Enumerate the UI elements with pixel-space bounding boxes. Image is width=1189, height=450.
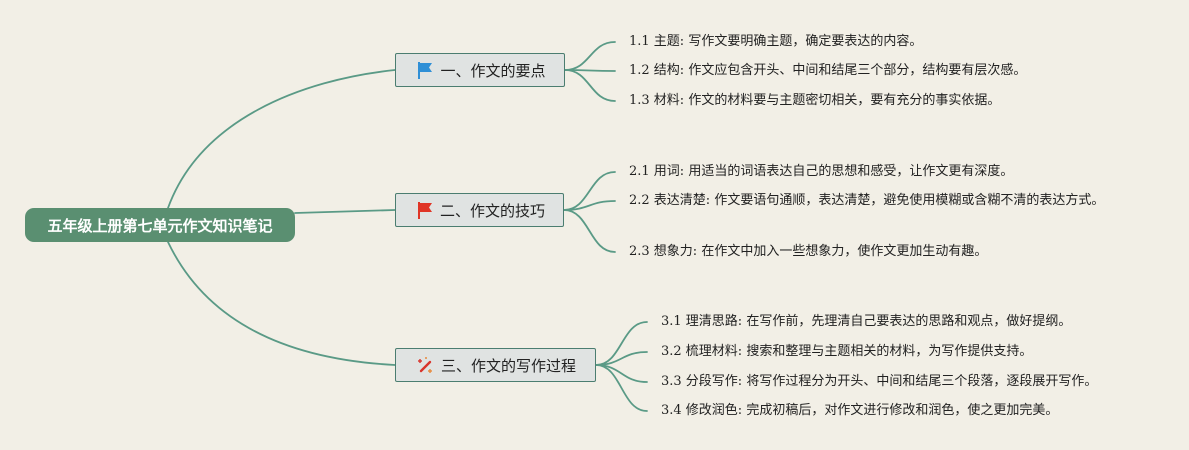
- leaf-item[interactable]: 3.2 梳理材料: 搜索和整理与主题相关的材料，为写作提供支持。: [661, 344, 1033, 359]
- leaf-connector: [563, 200, 616, 211]
- root-connector: [167, 69, 396, 209]
- blue-flag-icon: [414, 59, 436, 81]
- leaf-item[interactable]: 1.1 主题: 写作文要明确主题，确定要表达的内容。: [629, 34, 923, 49]
- leaf-connector: [563, 171, 616, 211]
- leaf-connector: [564, 69, 616, 102]
- leaf-item[interactable]: 2.2 表达清楚: 作文要语句通顺，表达清楚，避免使用模糊或含糊不清的表达方式。: [629, 193, 1105, 208]
- leaf-item[interactable]: 3.3 分段写作: 将写作过程分为开头、中间和结尾三个段落，逐段展开写作。: [661, 374, 1098, 389]
- leaf-item[interactable]: 2.1 用词: 用适当的词语表达自己的思想和感受，让作文更有深度。: [629, 164, 1014, 179]
- leaf-connector: [595, 364, 648, 412]
- red-flag-icon: [414, 199, 436, 221]
- root-topic-label: 五年级上册第七单元作文知识笔记: [47, 216, 273, 235]
- leaf-connector: [563, 209, 616, 253]
- magic-wand-icon: [415, 354, 437, 376]
- branch-label: 三、作文的写作过程: [440, 356, 576, 375]
- leaf-item[interactable]: 3.4 修改润色: 完成初稿后，对作文进行修改和润色，使之更加完美。: [661, 403, 1059, 418]
- root-connector: [167, 241, 396, 366]
- root-topic[interactable]: 五年级上册第七单元作文知识笔记: [25, 208, 295, 242]
- branch-topic-key-points[interactable]: 一、作文的要点: [395, 53, 565, 87]
- leaf-item[interactable]: 3.1 理清思路: 在写作前，先理清自己要表达的思路和观点，做好提纲。: [661, 314, 1072, 329]
- root-connector: [294, 209, 396, 214]
- branch-label: 二、作文的技巧: [439, 201, 545, 220]
- leaf-item[interactable]: 2.3 想象力: 在作文中加入一些想象力，使作文更加生动有趣。: [629, 244, 988, 259]
- leaf-connector: [564, 41, 616, 71]
- leaf-item[interactable]: 1.2 结构: 作文应包含开头、中间和结尾三个部分，结构要有层次感。: [629, 63, 1027, 78]
- branch-topic-writing-process[interactable]: 三、作文的写作过程: [395, 348, 596, 382]
- branch-label: 一、作文的要点: [440, 61, 546, 80]
- branch-topic-techniques[interactable]: 二、作文的技巧: [395, 193, 564, 227]
- leaf-item[interactable]: 1.3 材料: 作文的材料要与主题密切相关，要有充分的事实依据。: [629, 93, 1001, 108]
